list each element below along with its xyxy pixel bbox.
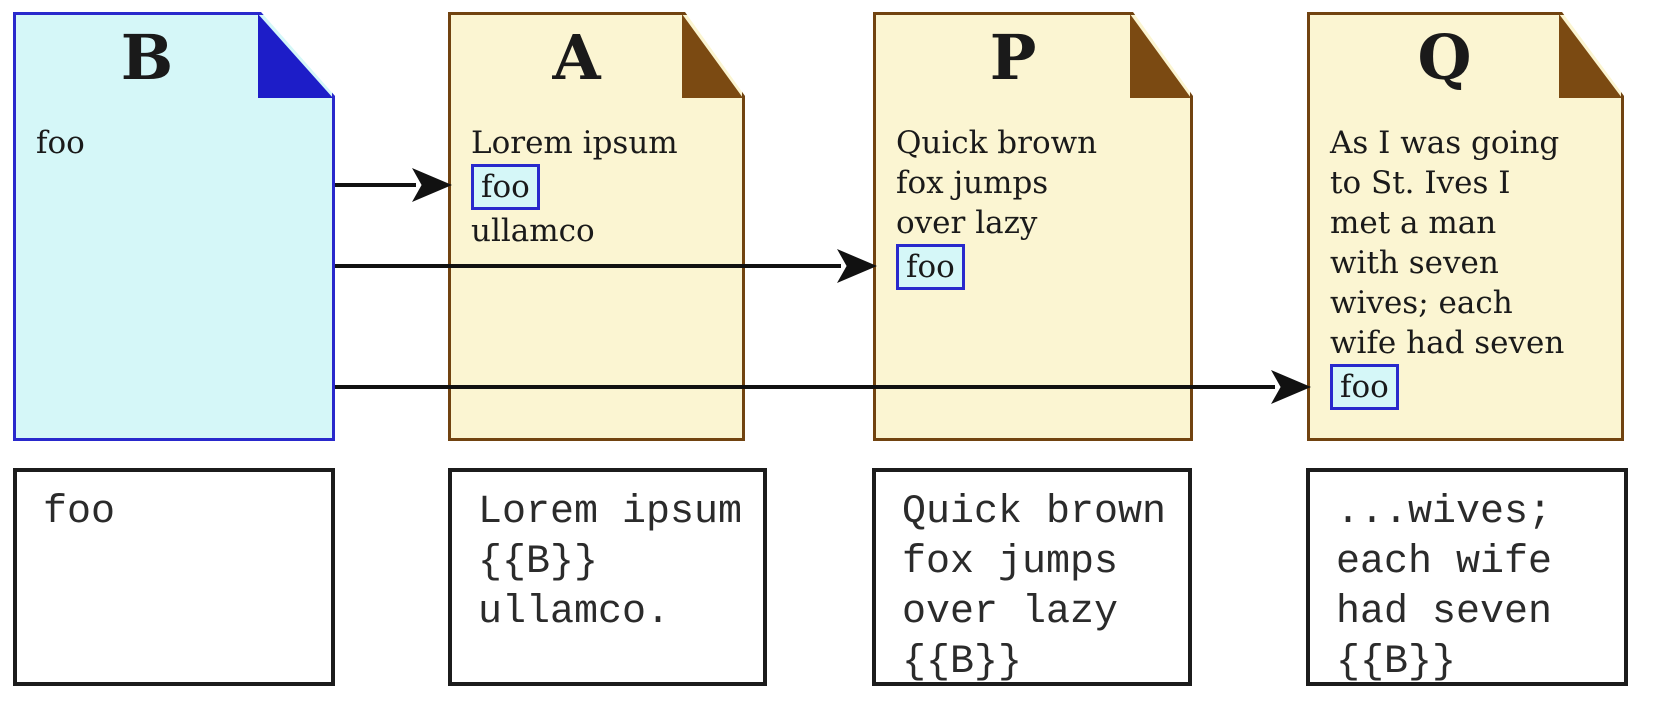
body-box-line: foo: [471, 163, 724, 211]
body-text-line: foo: [36, 125, 85, 161]
source-code-line: fox jumps: [902, 540, 1119, 585]
source-code-line: foo: [43, 490, 116, 535]
body-box-line: foo: [1330, 363, 1603, 411]
source-code-line: ...wives;: [1336, 490, 1553, 535]
document-B: B foo: [13, 12, 335, 441]
transcluded-foo-box: foo: [1330, 364, 1399, 410]
source-code-line: Lorem ipsum: [478, 490, 743, 535]
body-text-line: fox jumps: [896, 165, 1049, 201]
body-text-line: met a man: [1330, 205, 1497, 241]
body-box-line: foo: [896, 243, 1172, 291]
page-title: B: [120, 21, 174, 94]
page-title: Q: [1417, 21, 1472, 94]
page-body: foo: [36, 123, 314, 163]
document-Q: Q As I was going to St. Ives I met a man wi…: [1307, 12, 1624, 441]
page-title: P: [989, 21, 1037, 94]
arrow-head-icon: [837, 249, 877, 283]
page-fold-icon: [1559, 14, 1622, 98]
source-box-B: foo: [13, 468, 335, 686]
page-fold-icon: [1130, 14, 1191, 98]
source-code-line: each wife: [1336, 540, 1553, 585]
transcluded-foo-box: foo: [471, 164, 540, 210]
body-text-line: ullamco: [471, 213, 595, 249]
source-code-line: {{B}}: [1336, 640, 1457, 685]
page-body: As I was going to St. Ives I met a man with…: [1330, 123, 1603, 411]
arrow-head-icon: [1271, 370, 1311, 404]
source-box-P: Quick brown fox jumps over lazy {{B}}: [872, 468, 1192, 686]
source-code-line: {{B}}: [902, 640, 1023, 685]
body-text-line: wives; each: [1330, 285, 1513, 321]
page-fold-icon: [258, 14, 333, 98]
transcluded-foo-box: foo: [896, 244, 965, 290]
page-title: A: [552, 21, 601, 94]
arrow-line: [335, 183, 416, 187]
page-fold-icon: [682, 14, 743, 98]
body-text-line: wife had seven: [1330, 325, 1565, 361]
body-text-line: with seven: [1330, 245, 1499, 281]
source-code-line: ullamco.: [478, 590, 671, 635]
source-code-line: over lazy: [902, 590, 1119, 635]
source-box-Q: ...wives; each wife had seven {{B}}: [1306, 468, 1628, 686]
arrow-line: [335, 385, 1275, 389]
arrow-line: [335, 264, 841, 268]
source-code-line: {{B}}: [478, 540, 599, 585]
body-text-line: Quick brown: [896, 125, 1098, 161]
arrow-head-icon: [412, 168, 452, 202]
body-text-line: As I was going: [1330, 125, 1560, 161]
source-code-line: had seven: [1336, 590, 1553, 635]
body-text-line: over lazy: [896, 205, 1038, 241]
body-text-line: to St. Ives I: [1330, 165, 1511, 201]
source-code-line: Quick brown: [902, 490, 1167, 535]
source-box-A: Lorem ipsum {{B}} ullamco.: [448, 468, 767, 686]
body-text-line: Lorem ipsum: [471, 125, 678, 161]
